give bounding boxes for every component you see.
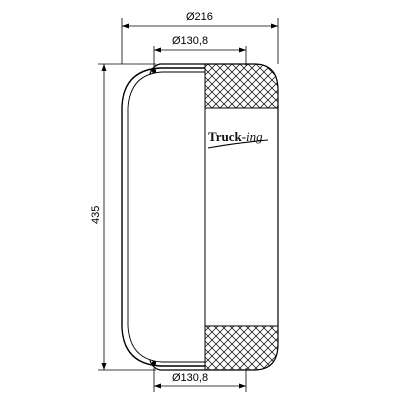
- height-label: 435: [90, 206, 102, 224]
- bellows-exterior-right: [205, 63, 279, 371]
- outer-diameter-label: Ø216: [186, 11, 213, 23]
- bottom-plate-diameter-label: Ø130,8: [172, 372, 208, 384]
- logo-main-text: Truck-: [208, 129, 246, 144]
- logo-swoosh: [207, 139, 269, 149]
- dimension-top-plate-diameter: Ø130,8: [153, 35, 247, 66]
- logo-sub-text: ing: [246, 129, 263, 144]
- knurl-band-top: [205, 64, 278, 108]
- top-plate-diameter-label: Ø130,8: [172, 35, 208, 47]
- dimension-height: 435: [90, 63, 156, 371]
- top-bead-marker: [151, 68, 157, 74]
- knurl-band-bottom: [205, 326, 278, 370]
- truck-ing-logo: Truck-ing: [207, 129, 269, 149]
- dimension-outer-diameter: Ø216: [121, 11, 279, 64]
- bellows-section-left: [121, 63, 205, 371]
- dimension-bottom-plate-diameter: Ø130,8: [153, 368, 247, 392]
- svg-text:Truck-ing: Truck-ing: [208, 129, 263, 144]
- bottom-bead-marker: [151, 360, 157, 366]
